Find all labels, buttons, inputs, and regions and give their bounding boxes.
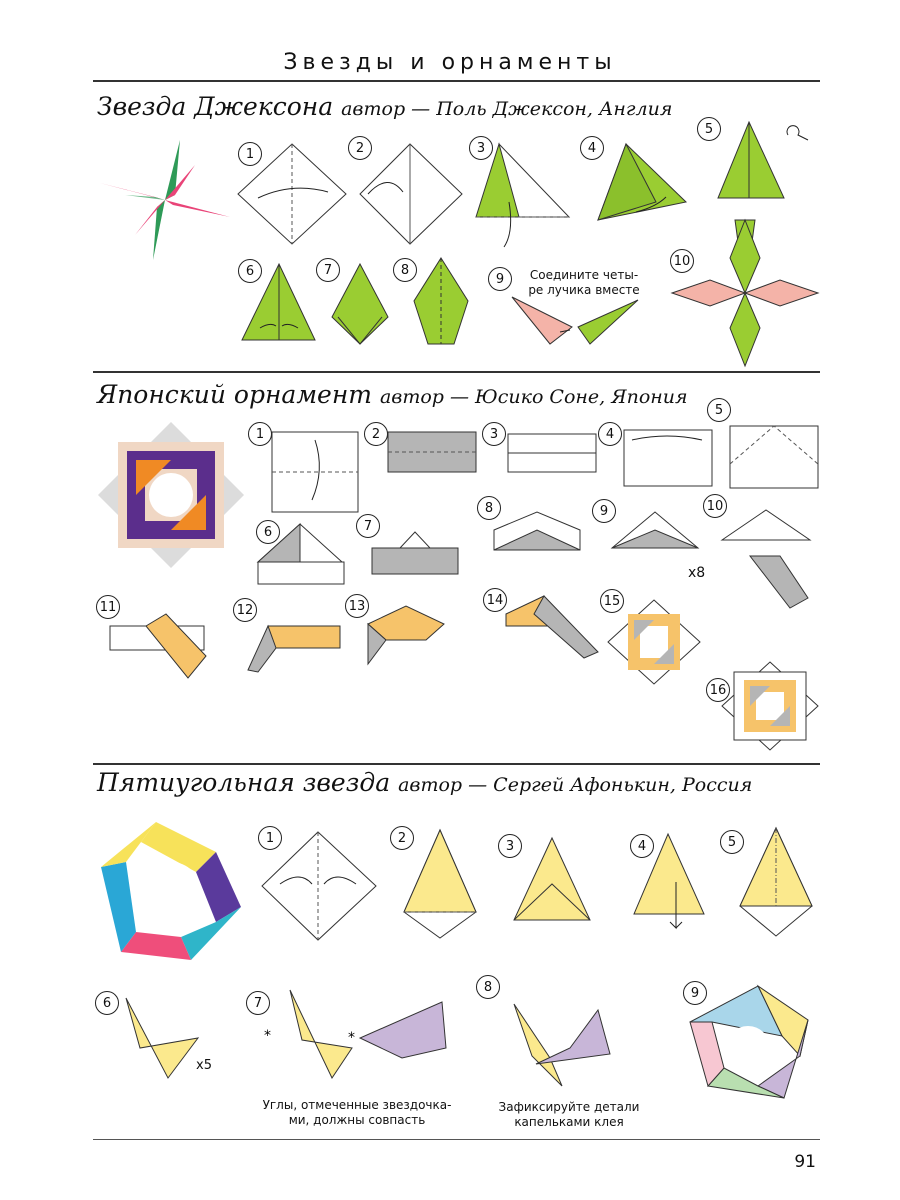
section-rule [93,763,820,765]
step-number: 4 [598,422,622,446]
step-number: 1 [248,422,272,446]
step-number: 9 [488,267,512,291]
svg-text:*: * [264,1028,271,1044]
step-number: 7 [246,991,270,1015]
step-number: 13 [345,594,369,618]
step-number: 3 [482,422,506,446]
step-number: 16 [706,678,730,702]
step-number: 8 [477,496,501,520]
fold-diagram-7 [331,262,389,345]
fold-diagram-p1 [261,831,377,941]
fold-diagram-j8 [493,511,581,551]
step-number: 5 [707,398,731,422]
multiplier-label: x5 [196,1058,212,1073]
fold-diagram-p8 [513,1003,611,1087]
fold-diagram-j6 [256,522,345,585]
fold-diagram-j13 [367,605,445,666]
step-number: 8 [393,258,417,282]
header-rule [93,80,820,82]
note-corners: Углы, отмеченные звездочка-ми, должны со… [262,1098,452,1127]
section-byline: автор — Юсико Соне, Япония [379,386,688,408]
step-number: 1 [258,826,282,850]
fold-diagram-1 [237,143,347,245]
fold-diagram-j7 [371,531,459,575]
step-number: 1 [238,142,262,166]
section-rule [93,371,820,373]
fold-diagram-10 [670,218,820,368]
fold-diagram-p9 [689,984,809,1099]
fold-diagram-p3 [513,836,591,921]
step-number: 6 [95,991,119,1015]
multiplier-label: x8 [688,565,706,581]
running-title: Звезды и орнаменты [283,50,617,75]
step-number: 7 [356,514,380,538]
step-number: 2 [364,422,388,446]
step-number: 9 [683,981,707,1005]
fold-diagram-j15 [607,599,701,685]
fold-diagram-j2 [387,431,477,473]
step-number: 6 [256,520,280,544]
fold-diagram-j16 [721,661,819,751]
step-number: 12 [233,598,257,622]
fold-diagram-5 [717,120,809,199]
step-number: 15 [600,589,624,613]
fold-diagram-j11 [109,613,207,679]
fold-diagram-p4 [633,832,705,930]
step-number: 8 [476,975,500,999]
fold-diagram-p2 [403,828,477,939]
svg-text:*: * [348,1030,355,1046]
jackson-star-photo [100,140,230,260]
fold-diagram-j14 [505,595,599,659]
page-number: 91 [794,1152,816,1172]
step-number: 5 [697,117,721,141]
section-title-text: Звезда Джексона [97,92,334,121]
pentagon-star-photo [101,822,241,960]
fold-diagram-j4 [623,429,713,487]
note-join: Соедините четы-ре лучика вместе [528,268,640,297]
section-byline: автор — Сергей Афонькин, Россия [398,774,753,796]
step-number: 4 [580,136,604,160]
fold-diagram-9 [511,296,639,345]
section-title-text: Японский орнамент [97,380,373,409]
fold-diagram-6 [241,262,316,341]
footer-rule [93,1139,820,1140]
japanese-ornament-photo [98,422,244,568]
step-number: 3 [469,136,493,160]
fold-diagram-p6 [125,997,200,1079]
fold-diagram-j9 [610,511,700,549]
fold-diagram-j10 [720,509,812,609]
section-title-japanese: Японский орнамент автор — Юсико Соне, Яп… [97,380,688,409]
step-number: 2 [348,136,372,160]
fold-diagram-4 [597,142,688,221]
fold-diagram-j5 [729,425,819,489]
step-number: 7 [316,258,340,282]
step-number: 11 [96,595,120,619]
section-title-text: Пятиугольная звезда [97,768,391,797]
fold-diagram-j12 [247,624,341,673]
step-number: 2 [390,826,414,850]
fold-diagram-8 [413,257,469,345]
step-number: 10 [670,249,694,273]
fold-diagram-p7: * * [264,989,447,1080]
step-number: 4 [630,834,654,858]
step-number: 5 [720,830,744,854]
section-title-jackson: Звезда Джексона автор — Поль Джексон, Ан… [97,92,672,121]
step-number: 10 [703,494,727,518]
fold-diagram-j3 [507,433,597,473]
fold-diagram-2 [359,143,463,245]
note-glue: Зафиксируйте детали капельками клея [498,1100,640,1129]
step-number: 14 [483,588,507,612]
step-number: 9 [592,499,616,523]
step-number: 3 [498,834,522,858]
section-byline: автор — Поль Джексон, Англия [341,98,673,120]
section-title-pentagon: Пятиугольная звезда автор — Сергей Афонь… [97,768,752,797]
fold-diagram-p5 [739,826,813,937]
fold-diagram-j1 [271,431,359,513]
fold-diagram-3 [475,142,571,248]
step-number: 6 [238,259,262,283]
